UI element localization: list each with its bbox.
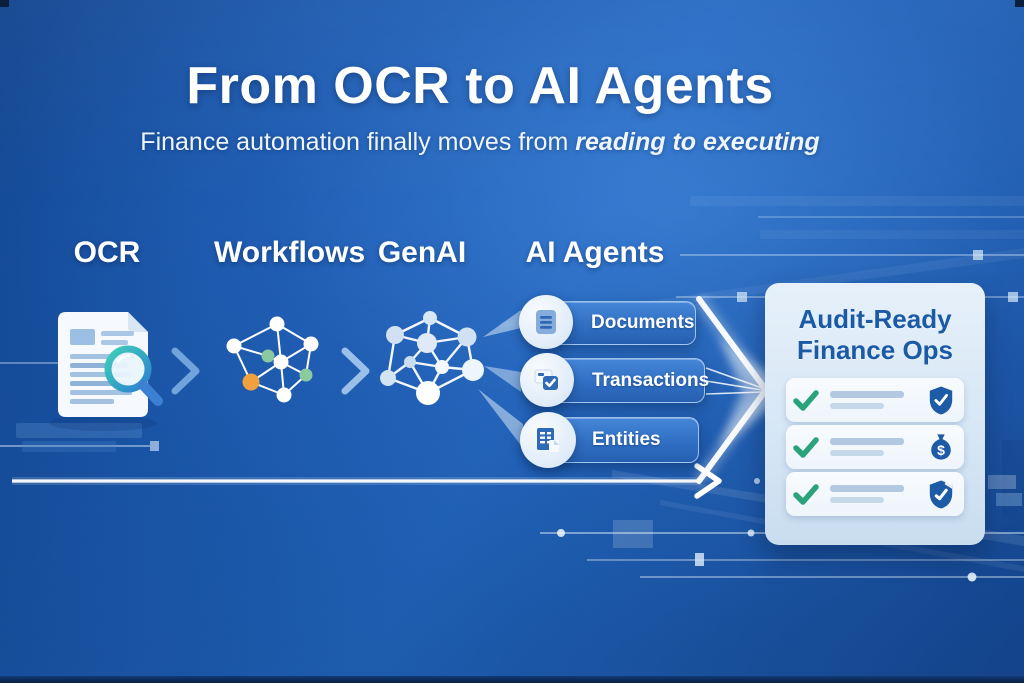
placeholder-text-bars [830, 485, 904, 503]
placeholder-text-bars [830, 391, 904, 409]
genai-network-icon [380, 311, 484, 405]
ledger-grid-icon [537, 428, 559, 452]
pill-documents-label: Documents [591, 312, 695, 333]
card-check-icon [534, 369, 558, 390]
audit-row-3 [786, 472, 964, 516]
svg-text:$: $ [937, 441, 945, 457]
pill-entities-label: Entities [592, 429, 661, 450]
text-bar [830, 497, 884, 503]
money-bag-icon: $ [931, 433, 951, 460]
workflow-network-icon [226, 316, 319, 403]
text-bar [830, 403, 884, 409]
bottom-edge-strip [0, 676, 1024, 683]
chevron-right-icon [171, 347, 200, 395]
stage-label-workflows: Workflows [214, 236, 366, 269]
chevron-right-icon [341, 347, 370, 395]
check-icon [793, 484, 819, 505]
audit-row-1 [786, 378, 964, 422]
check-icon [793, 437, 819, 458]
entities-badge [520, 412, 576, 468]
magnifier-icon [104, 345, 163, 406]
shield-check-icon [929, 386, 953, 414]
timeline-arrow [12, 463, 760, 499]
text-bar [830, 450, 884, 456]
document-scan-icon [49, 312, 163, 431]
shield-check-icon [929, 480, 953, 508]
text-bar [830, 391, 904, 398]
fanout-beams [478, 310, 523, 448]
check-icon [793, 390, 819, 411]
placeholder-text-bars [830, 438, 904, 456]
document-lines-icon [536, 310, 556, 334]
stage-label-ocr: OCR [73, 236, 141, 269]
corner-artifact [1015, 0, 1024, 7]
subtitle-text: Finance automation finally moves from [140, 128, 576, 156]
pill-transactions-label: Transactions [592, 369, 710, 391]
page-subtitle: Finance automation finally moves from re… [0, 128, 960, 157]
text-bar [830, 438, 904, 445]
documents-badge [519, 295, 573, 349]
stage-label-genai: GenAI [377, 236, 467, 269]
text-bar [830, 485, 904, 492]
result-panel: Audit-Ready Finance Ops [765, 283, 985, 545]
transactions-badge [520, 353, 574, 407]
result-panel-title: Audit-Ready Finance Ops [765, 304, 985, 366]
stage-label-ai-agents: AI Agents [525, 236, 665, 269]
result-panel-title-line2: Finance Ops [796, 335, 954, 365]
audit-row-2: $ [786, 425, 964, 469]
result-panel-title-line1: Audit-Ready [798, 304, 952, 334]
corner-artifact [0, 0, 9, 7]
subtitle-emphasis: reading to executing [575, 128, 820, 156]
page-title: From OCR to AI Agents [186, 57, 774, 115]
